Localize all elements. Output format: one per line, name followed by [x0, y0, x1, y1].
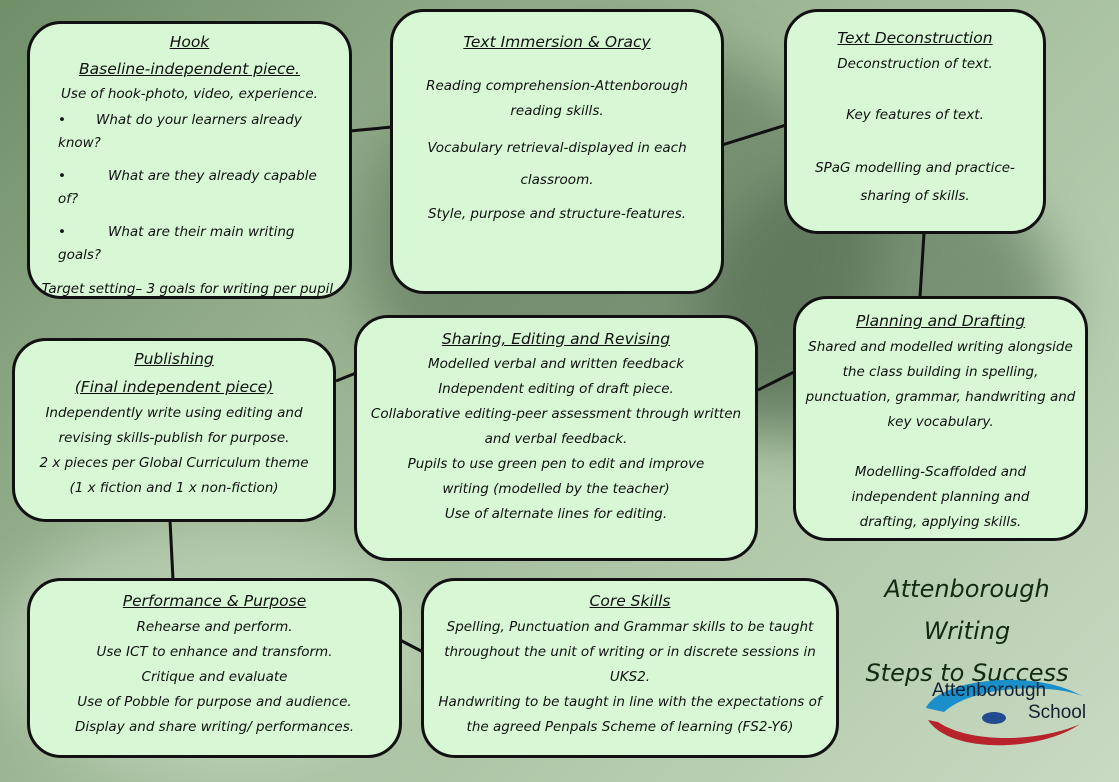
deconstruction-line: SPaG modelling and practice-sharing of s… [815, 160, 1015, 204]
sharing-line: Use of alternate lines for editing. [444, 506, 668, 522]
logo-text-line1: Attenborough [932, 680, 1046, 701]
immersion-box: Text Immersion & Oracy Reading comprehen… [390, 9, 724, 294]
hook-title: Hook [169, 33, 210, 51]
logo-swoosh-red [928, 720, 1080, 746]
hook-bullet: What are they already capable of? [58, 165, 339, 211]
sharing-line: Modelled verbal and written feedback [428, 356, 684, 372]
sharing-line: Collaborative editing-peer assessment th… [370, 406, 742, 447]
immersion-line: Vocabulary retrieval-displayed in each c… [427, 140, 687, 188]
performance-line: Use ICT to enhance and transform. [96, 644, 333, 660]
hook-footer: Target setting– 3 goals for writing per … [41, 281, 338, 297]
deconstruction-line: Deconstruction of text. [837, 56, 993, 72]
logo-swoosh-blue [926, 679, 1085, 712]
sharing-line: Pupils to use green pen to edit and impr… [407, 456, 705, 497]
hook-bullet: What are their main writing goals? [58, 221, 339, 267]
hook-intro: Use of hook-photo, video, experience. [61, 86, 318, 102]
publishing-line: (1 x fiction and 1 x non-fiction) [69, 480, 279, 496]
hook-box: Hook Baseline-independent piece. Use of … [27, 21, 352, 299]
connector-publishing-performance [168, 519, 175, 581]
sharing-box: Sharing, Editing and Revising Modelled v… [354, 315, 758, 561]
planning-para1: Shared and modelled writing alongside th… [805, 339, 1076, 430]
publishing-line: 2 x pieces per Global Curriculum theme [39, 455, 309, 471]
spacer [403, 56, 711, 74]
immersion-title: Text Immersion & Oracy [463, 33, 651, 51]
sharing-line: Independent editing of draft piece. [438, 381, 674, 397]
core-line: Spelling, Punctuation and Grammar skills… [444, 619, 816, 685]
publishing-title: Publishing [134, 350, 214, 368]
heading-line: Attenborough Writing [884, 575, 1050, 645]
sharing-title: Sharing, Editing and Revising [441, 330, 671, 348]
deconstruction-title: Text Deconstruction [837, 29, 993, 47]
immersion-line: Style, purpose and structure-features. [427, 206, 687, 222]
hook-bullet-list: What do your learners already know? What… [40, 109, 339, 267]
immersion-line: Reading comprehension-Attenborough readi… [426, 78, 688, 119]
connector-immersion-deconstruction [721, 123, 787, 147]
planning-para2: Modelling-Scaffolded and independent pla… [851, 464, 1030, 530]
hook-subtitle: Baseline-independent piece. [79, 60, 300, 78]
logo-text-line2: School [1028, 702, 1086, 723]
spacer [800, 435, 1081, 460]
performance-title: Performance & Purpose [122, 592, 307, 610]
performance-line: Critique and evaluate [141, 669, 288, 685]
performance-line: Display and share writing/ performances. [74, 719, 355, 735]
planning-box: Planning and Drafting Shared and modelle… [793, 296, 1088, 541]
planning-title: Planning and Drafting [855, 312, 1026, 330]
connector-deconstruction-planning [918, 232, 926, 298]
connector-sharing-publishing [335, 371, 357, 383]
connector-hook-immersion [349, 125, 393, 133]
school-logo: Attenborough School [926, 679, 1086, 746]
performance-line: Rehearse and perform. [136, 619, 293, 635]
core-box: Core Skills Spelling, Punctuation and Gr… [421, 578, 839, 758]
connector-planning-sharing [757, 368, 799, 392]
logo-bird-icon [982, 712, 1006, 724]
hook-bullet: What do your learners already know? [58, 109, 339, 155]
connector-performance-core [399, 638, 424, 654]
core-line: Handwriting to be taught in line with th… [438, 694, 822, 735]
core-title: Core Skills [589, 592, 671, 610]
publishing-subtitle: (Final independent piece) [74, 378, 274, 396]
deconstruction-line: Key features of text. [846, 107, 984, 123]
publishing-line: Independently write using editing and re… [45, 405, 303, 446]
deconstruction-box: Text Deconstruction Deconstruction of te… [784, 9, 1046, 234]
publishing-box: Publishing (Final independent piece) Ind… [12, 338, 336, 522]
performance-box: Performance & Purpose Rehearse and perfo… [27, 578, 402, 758]
performance-line: Use of Pobble for purpose and audience. [77, 694, 352, 710]
